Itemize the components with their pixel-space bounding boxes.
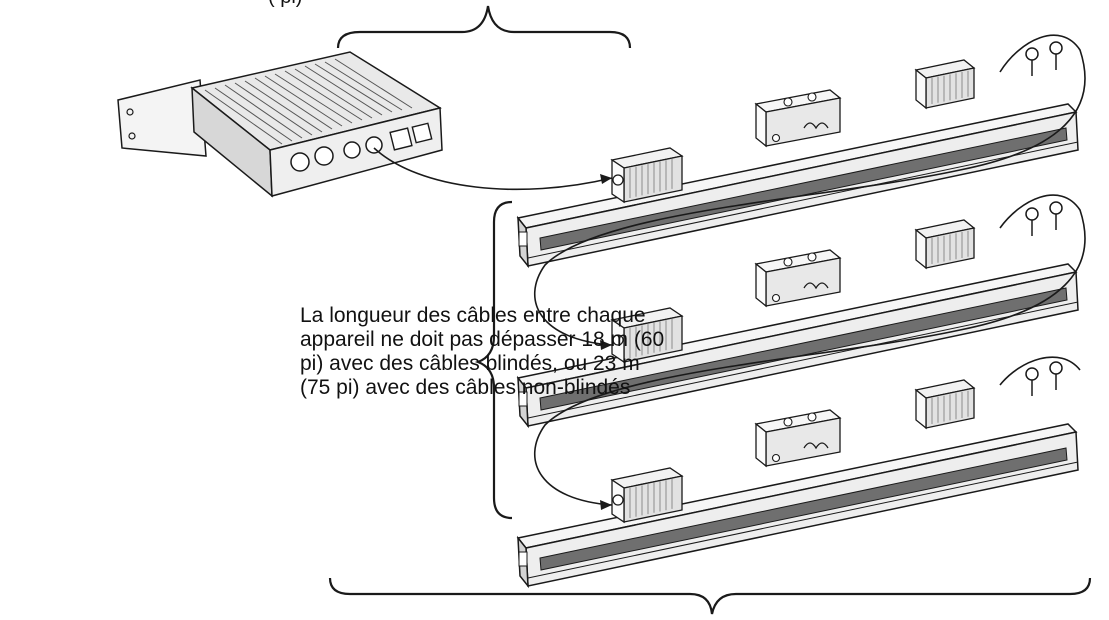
fixture-input-box: [610, 467, 684, 524]
cable-fixture3-tail: [999, 356, 1081, 386]
caption-line-2: appareil ne doit pas dépasser 18 m (60: [300, 328, 665, 351]
fixture-output-box: [914, 59, 976, 110]
fixture-input-box: [610, 307, 684, 364]
rack-ear: [117, 79, 207, 157]
controller-unit: [117, 51, 443, 198]
top-brace: [336, 5, 632, 49]
cable-fixture2-to-fixture3: [534, 194, 1086, 506]
fixture-output-box: [914, 379, 976, 430]
mounting-bracket: [754, 409, 842, 468]
linear-fixture-1: [516, 41, 1079, 269]
caption-line-4: (75 pi) avec des câbles non-blindés: [300, 376, 631, 399]
mounting-bracket: [754, 89, 842, 148]
caption-line-3: pi) avec des câbles blindés, ou 23 m: [300, 352, 640, 375]
bottom-brace: [328, 577, 1092, 615]
linear-fixture-3: [516, 361, 1079, 589]
top-cutoff-label: ( pi): [268, 0, 302, 9]
eye-bolt: [1049, 41, 1063, 55]
caption-line-1: La longueur des câbles entre chaque: [300, 304, 646, 327]
fixture-output-box: [914, 219, 976, 270]
linear-fixture-2: [516, 201, 1079, 429]
cable-length-caption: La longueur des câbles entre chaque appa…: [300, 304, 665, 400]
left-brace: [474, 200, 513, 520]
cable-fixture1-to-fixture2: [534, 34, 1086, 346]
eye-bolt: [1025, 207, 1039, 221]
fixture-input-box: [610, 147, 684, 204]
eye-bolt: [1025, 47, 1039, 61]
eye-bolt: [1025, 367, 1039, 381]
mounting-bracket: [754, 249, 842, 308]
eye-bolt: [1049, 201, 1063, 215]
eye-bolt: [1049, 361, 1063, 375]
cable-controller-to-fixture1: [373, 147, 613, 191]
